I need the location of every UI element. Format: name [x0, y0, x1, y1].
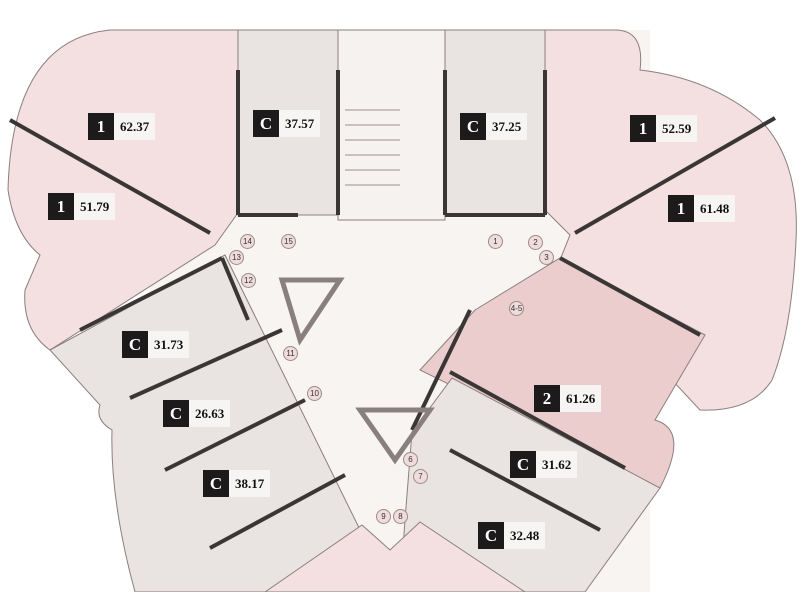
- apartment-area: 61.48: [694, 195, 736, 222]
- unit-number-marker: 1: [488, 234, 503, 249]
- apartment-type-badge: C: [122, 331, 148, 358]
- unit-number-marker: 2: [528, 235, 543, 250]
- unit-number-marker: 15: [281, 234, 296, 249]
- apartment-type-badge: C: [478, 522, 504, 549]
- apartment-area: 31.73: [148, 331, 190, 358]
- apartment-shape-left-lobe[interactable]: [7, 29, 241, 351]
- apartment-type-badge: C: [203, 470, 229, 497]
- unit-number-marker: 9: [376, 509, 391, 524]
- unit-number-marker: 8: [393, 509, 408, 524]
- apartment-area: 37.57: [279, 110, 321, 137]
- unit-number-marker: 14: [240, 234, 255, 249]
- shaft-left: [278, 277, 345, 346]
- unit-number-marker: 3: [539, 250, 554, 265]
- walls: [9, 70, 776, 550]
- apartment-area: 62.37: [114, 113, 156, 140]
- apartment-type-badge: 1: [88, 113, 114, 140]
- unit-number-marker: 7: [413, 469, 428, 484]
- apartment-type-badge: C: [510, 451, 536, 478]
- unit-number-marker: 12: [241, 273, 256, 288]
- apartment-area: 32.48: [504, 522, 546, 549]
- apartment-area: 37.25: [486, 113, 528, 140]
- unit-number-marker: 10: [307, 386, 322, 401]
- apartment-area: 61.26: [560, 385, 602, 412]
- unit-number-marker: 13: [229, 250, 244, 265]
- shaft-bottom: [355, 407, 435, 465]
- apartment-type-badge: C: [253, 110, 279, 137]
- apartment-type-badge: 1: [668, 195, 694, 222]
- unit-number-marker: 6: [403, 452, 418, 467]
- unit-number-marker: 11: [283, 346, 298, 361]
- apartment-type-badge: 2: [534, 385, 560, 412]
- stairs: [345, 109, 400, 186]
- apartment-area: 26.63: [189, 400, 231, 427]
- apartment-type-badge: C: [163, 400, 189, 427]
- apartment-area: 51.79: [74, 193, 116, 220]
- apartment-shape-bottom[interactable]: [264, 521, 526, 592]
- apartment-type-badge: 1: [48, 193, 74, 220]
- apartment-area: 31.62: [536, 451, 578, 478]
- apartment-area: 52.59: [656, 115, 698, 142]
- unit-number-marker: 4-5: [509, 301, 524, 316]
- apartment-type-badge: C: [460, 113, 486, 140]
- apartment-area: 38.17: [229, 470, 271, 497]
- apartment-type-badge: 1: [630, 115, 656, 142]
